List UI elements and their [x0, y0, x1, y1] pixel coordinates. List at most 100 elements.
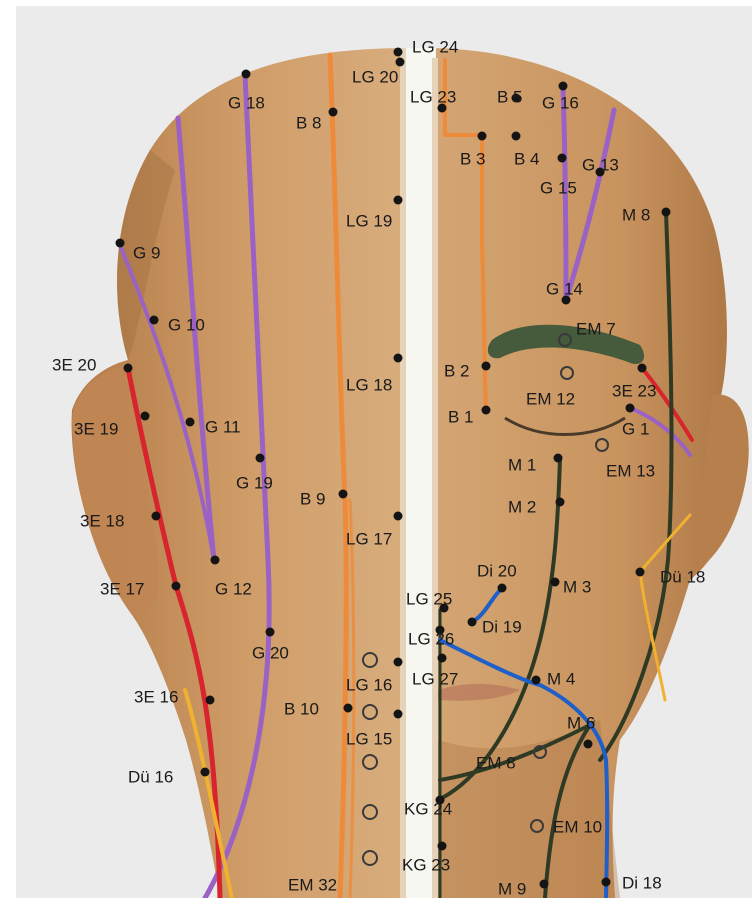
point-dot-m-6: [584, 740, 593, 749]
point-dot-d-16: [201, 768, 210, 777]
point-label-di-20: Di 20: [477, 561, 517, 580]
point-label-d-16: Dü 16: [128, 767, 173, 786]
point-label-g-19: G 19: [236, 473, 273, 492]
point-dot-b-3: [478, 132, 487, 141]
point-label-lg-27: LG 27: [412, 669, 458, 688]
point-dot-m-9: [540, 880, 549, 889]
point-label-b-8: B 8: [296, 113, 322, 132]
point-dot-lg-27: [438, 654, 447, 663]
point-dot-g-18: [242, 70, 251, 79]
midline-gap: [402, 48, 436, 898]
point-label-g-18: G 18: [228, 93, 265, 112]
point-label-lg-18: LG 18: [346, 375, 392, 394]
point-dot-lg-20: [396, 58, 405, 67]
point-label-m-1: M 1: [508, 455, 536, 474]
point-label-g-10: G 10: [168, 315, 205, 334]
point-label-lg-20: LG 20: [352, 67, 398, 86]
point-label-g-14: G 14: [546, 279, 583, 298]
point-dot-3e-17: [172, 582, 181, 591]
point-label-b-2: B 2: [444, 361, 470, 380]
point-dot-d-18: [636, 568, 645, 577]
point-label-em-10: EM 10: [553, 817, 602, 836]
midline-stripe-right: [432, 58, 438, 898]
point-label-3e-18: 3E 18: [80, 511, 124, 530]
point-dot-g-1: [626, 404, 635, 413]
point-dot-lg-15: [394, 710, 403, 719]
point-label-b-9: B 9: [300, 489, 326, 508]
point-label-di-18: Di 18: [622, 873, 662, 892]
point-label-m-4: M 4: [547, 669, 575, 688]
point-label-em-32: EM 32: [288, 875, 337, 894]
point-label-lg-16: LG 16: [346, 675, 392, 694]
point-label-g-16: G 16: [542, 93, 579, 112]
point-label-em-8: EM 8: [476, 753, 516, 772]
point-label-b-4: B 4: [514, 149, 540, 168]
point-label-em-7: EM 7: [576, 319, 616, 338]
point-dot-b-10: [344, 704, 353, 713]
point-dot-lg-17: [394, 512, 403, 521]
point-dot-g-15: [558, 154, 567, 163]
point-dot-m-8: [662, 208, 671, 217]
point-dot-m-4: [532, 676, 541, 685]
point-label-3e-16: 3E 16: [134, 687, 178, 706]
point-dot-di-19: [468, 618, 477, 627]
point-dot-kg-23: [438, 842, 447, 851]
point-label-g-11: G 11: [205, 417, 241, 436]
point-dot-3e-18: [152, 512, 161, 521]
midline-stripe-left: [400, 48, 406, 898]
point-label-lg-15: LG 15: [346, 729, 392, 748]
chin-shadow: [438, 720, 620, 898]
point-label-lg-24: LG 24: [412, 37, 458, 56]
point-label-g-13: G 13: [582, 155, 619, 174]
point-label-em-12: EM 12: [526, 389, 575, 408]
point-label-em-13: EM 13: [606, 461, 655, 480]
point-label-3e-23: 3E 23: [612, 381, 656, 400]
point-label-b-10: B 10: [284, 699, 319, 718]
point-dot-m-3: [551, 578, 560, 587]
point-label-3e-17: 3E 17: [100, 579, 144, 598]
point-dot-g-9: [116, 239, 125, 248]
point-dot-g-16: [559, 82, 568, 91]
point-label-g-1: G 1: [622, 419, 649, 438]
point-dot-m-2: [556, 498, 565, 507]
point-dot-b-2: [482, 362, 491, 371]
point-label-lg-25: LG 25: [406, 589, 452, 608]
point-label-m-2: M 2: [508, 497, 536, 516]
point-label-g-15: G 15: [540, 178, 577, 197]
point-label-g-20: G 20: [252, 643, 289, 662]
point-dot-g-19: [256, 454, 265, 463]
point-label-d-18: Dü 18: [660, 567, 705, 586]
point-label-m-3: M 3: [563, 577, 591, 596]
point-dot-lg-18: [394, 354, 403, 363]
point-dot-b-1: [482, 406, 491, 415]
point-label-b-5: B 5: [497, 87, 523, 106]
point-dot-g-12: [211, 556, 220, 565]
point-dot-3e-23: [638, 364, 647, 373]
point-label-m-6: M 6: [567, 713, 595, 732]
point-dot-3e-16: [206, 696, 215, 705]
point-label-lg-23: LG 23: [410, 87, 456, 106]
point-label-b-1: B 1: [448, 407, 474, 426]
point-label-3e-19: 3E 19: [74, 419, 118, 438]
point-label-g-12: G 12: [215, 579, 252, 598]
point-dot-3e-19: [141, 412, 150, 421]
point-dot-g-20: [266, 628, 275, 637]
point-dot-lg-19: [394, 196, 403, 205]
point-dot-lg-24: [394, 48, 403, 57]
point-label-lg-17: LG 17: [346, 529, 392, 548]
point-dot-lg-16: [394, 658, 403, 667]
point-label-lg-26: LG 26: [408, 629, 454, 648]
point-dot-g-10: [150, 316, 159, 325]
point-dot-b-8: [329, 108, 338, 117]
point-dot-di-18: [602, 878, 611, 887]
point-dot-m-1: [554, 454, 563, 463]
point-dot-3e-20: [124, 364, 133, 373]
point-dot-b-4: [512, 132, 521, 141]
point-label-g-9: G 9: [133, 243, 160, 262]
point-label-b-3: B 3: [460, 149, 486, 168]
point-label-di-19: Di 19: [482, 617, 522, 636]
point-dot-di-20: [498, 584, 507, 593]
point-dot-g-11: [186, 418, 195, 427]
